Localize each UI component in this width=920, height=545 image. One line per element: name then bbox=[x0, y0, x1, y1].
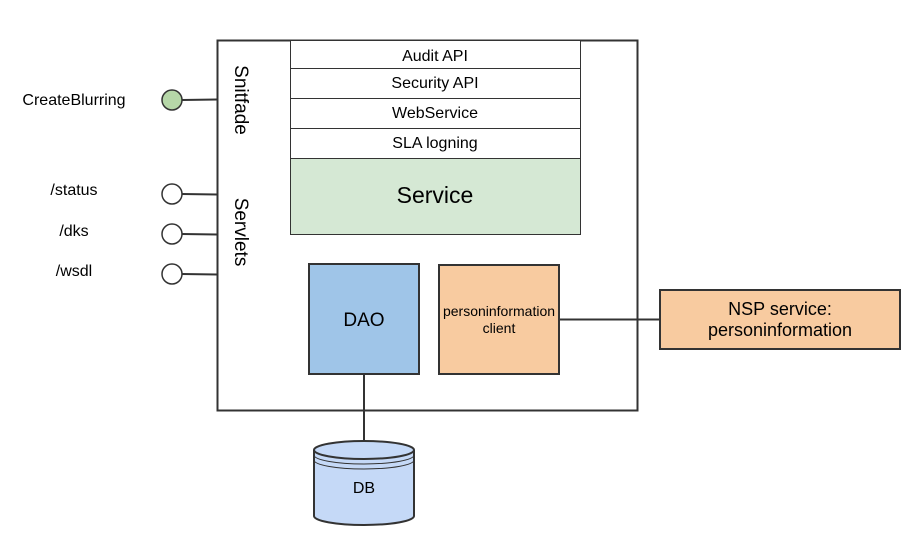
servlets-label: Servlets bbox=[230, 198, 251, 267]
wsdl-connector bbox=[181, 273, 218, 276]
create-blurring-label: CreateBlurring bbox=[22, 92, 125, 109]
status-connector bbox=[181, 193, 218, 196]
audit-api-label: Audit API bbox=[402, 48, 468, 65]
create-blurring-connector bbox=[181, 98, 218, 101]
db-body bbox=[313, 450, 415, 526]
dao-label: DAO bbox=[343, 310, 384, 331]
interface-create-blurring: CreateBlurring bbox=[22, 89, 218, 111]
db-ring-1 bbox=[313, 454, 415, 465]
service-label: Service bbox=[397, 182, 474, 208]
wsdl-label: /wsdl bbox=[56, 263, 92, 280]
db-top bbox=[313, 440, 415, 460]
personinformation-client-label-line1: personinformation bbox=[443, 303, 555, 319]
audit-api-layer bbox=[290, 40, 581, 69]
webservice-layer bbox=[290, 98, 581, 129]
wsdl-port bbox=[161, 263, 183, 285]
interface-status: /status bbox=[50, 182, 218, 205]
service-layer bbox=[290, 158, 581, 235]
dks-connector bbox=[181, 233, 218, 236]
layer-stack: Audit API Security API WebService SLA lo… bbox=[290, 40, 581, 235]
personinformation-client-label-line2: client bbox=[483, 320, 516, 336]
sla-logning-label: SLA logning bbox=[392, 135, 477, 152]
webservice-label: WebService bbox=[392, 105, 478, 122]
nsp-service-label-line2: personinformation bbox=[708, 320, 852, 340]
security-api-label: Security API bbox=[391, 75, 478, 92]
interface-wsdl: /wsdl bbox=[56, 263, 218, 285]
dks-label: /dks bbox=[59, 223, 88, 240]
personinformation-client-box bbox=[438, 264, 560, 375]
db-ring-2 bbox=[313, 459, 415, 470]
dks-port bbox=[161, 223, 183, 245]
db-cylinder: DB bbox=[313, 440, 415, 526]
db-label: DB bbox=[353, 480, 375, 497]
interface-dks: /dks bbox=[59, 223, 218, 245]
status-label: /status bbox=[50, 182, 97, 199]
snitflade-label: Snitfade bbox=[230, 65, 251, 135]
create-blurring-port bbox=[161, 89, 183, 111]
status-port bbox=[161, 183, 183, 205]
nsp-service-label-line1: NSP service: bbox=[728, 299, 832, 319]
nsp-service-box bbox=[659, 289, 901, 350]
security-api-layer bbox=[290, 68, 581, 99]
